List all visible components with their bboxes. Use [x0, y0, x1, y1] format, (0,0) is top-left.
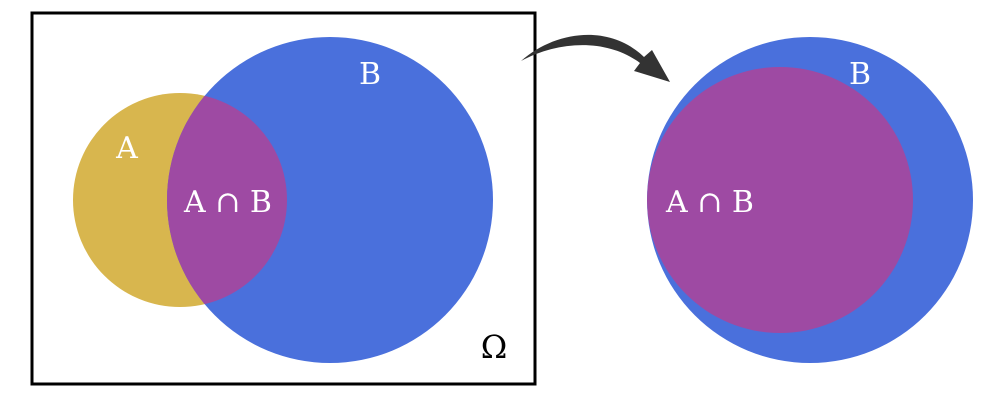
right-label-set-b: B — [849, 57, 871, 92]
intersection-region — [167, 93, 287, 307]
label-set-a: A — [115, 131, 138, 166]
curved-arrow-icon — [521, 34, 670, 82]
right-label-intersection: A ∩ B — [665, 185, 754, 220]
label-set-b: B — [359, 57, 381, 92]
label-intersection: A ∩ B — [183, 185, 272, 220]
sample-space-frame — [30, 11, 537, 386]
label-universe: Ω — [481, 328, 508, 366]
